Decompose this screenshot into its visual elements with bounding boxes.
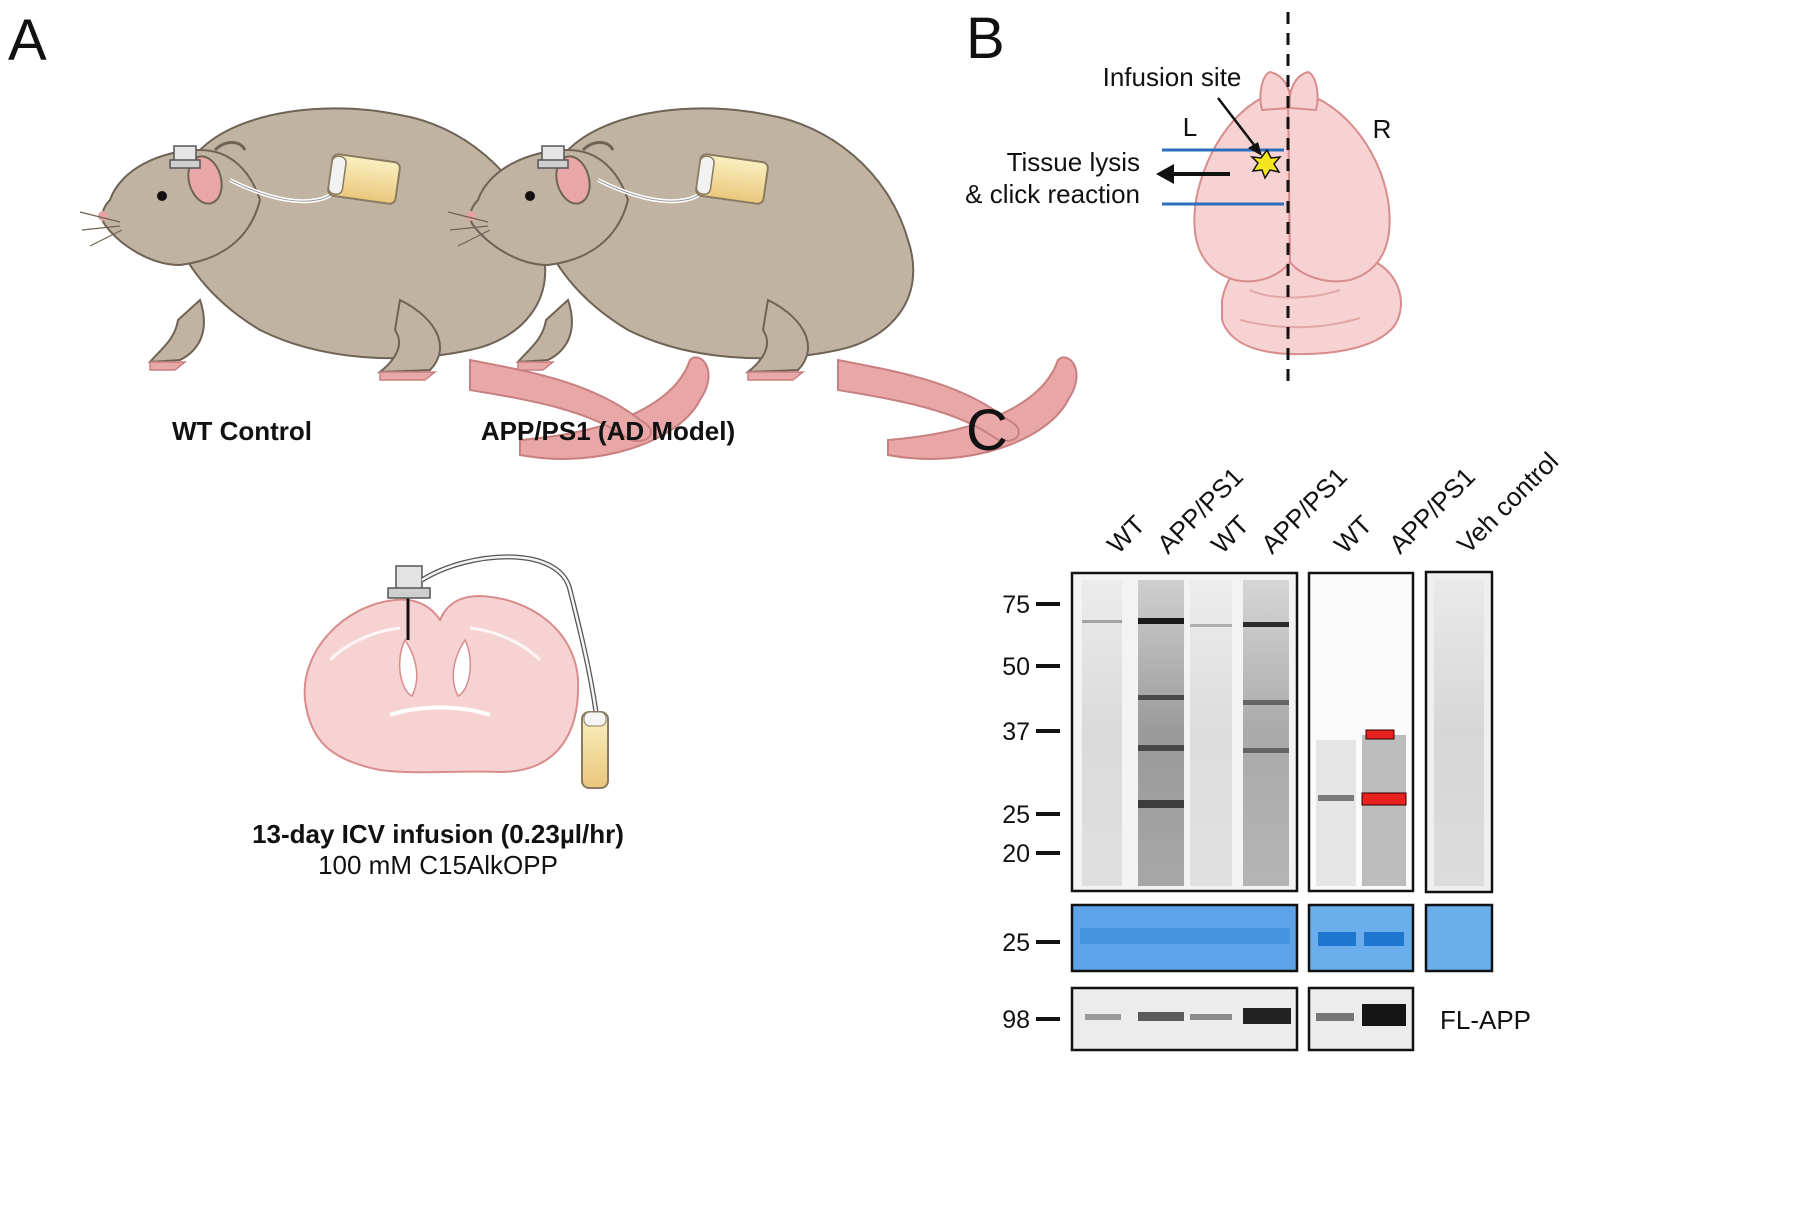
wt-control-label: WT Control — [172, 416, 312, 446]
mw-marker-label: 20 — [1002, 840, 1030, 868]
panel-letter-b: B — [966, 6, 1005, 71]
fl-app-blot-panel — [1070, 986, 1415, 1052]
lane-label: Veh control — [1451, 446, 1564, 559]
lane-labels: WT APP/PS1 WT APP/PS1 WT APP/PS1 Veh con… — [1101, 446, 1564, 559]
loading-control-panel — [1070, 903, 1494, 973]
tissue-lysis-label: Tissue lysis — [1007, 147, 1140, 177]
infusion-compound: 100 mM C15AlkOPP — [318, 850, 558, 880]
loading-marker-label: 25 — [1002, 929, 1030, 957]
lane-label: WT — [1101, 509, 1151, 559]
panel-letter-c: C — [966, 398, 1008, 463]
infusion-title: 13-day ICV infusion (0.23µl/hr) — [252, 819, 624, 849]
infusion-site-label: Infusion site — [1103, 62, 1242, 92]
mw-marker-label: 75 — [1002, 591, 1030, 619]
lane-label: WT — [1328, 509, 1378, 559]
mw-marker-label: 25 — [1002, 801, 1030, 829]
left-hemisphere-label: L — [1183, 112, 1197, 142]
fl-app-marker-label: 98 — [1002, 1006, 1030, 1034]
dorsal-brain-illustration — [1156, 12, 1402, 382]
main-blot-panel-3 — [1424, 570, 1494, 894]
coronal-brain-section — [303, 554, 609, 789]
mw-marker-label: 50 — [1002, 653, 1030, 681]
mw-marker-label: 37 — [1002, 718, 1030, 746]
right-hemisphere-label: R — [1373, 114, 1392, 144]
app-ps1-label: APP/PS1 (AD Model) — [481, 416, 735, 446]
main-blot-panel-1 — [1070, 571, 1299, 893]
fl-app-label: FL-APP — [1440, 1005, 1531, 1035]
main-blot-panel-2 — [1307, 571, 1415, 893]
panel-letter-a: A — [8, 8, 47, 73]
click-reaction-label: & click reaction — [965, 179, 1140, 209]
mw-markers: 75 50 37 25 20 25 98 — [1002, 591, 1060, 1034]
